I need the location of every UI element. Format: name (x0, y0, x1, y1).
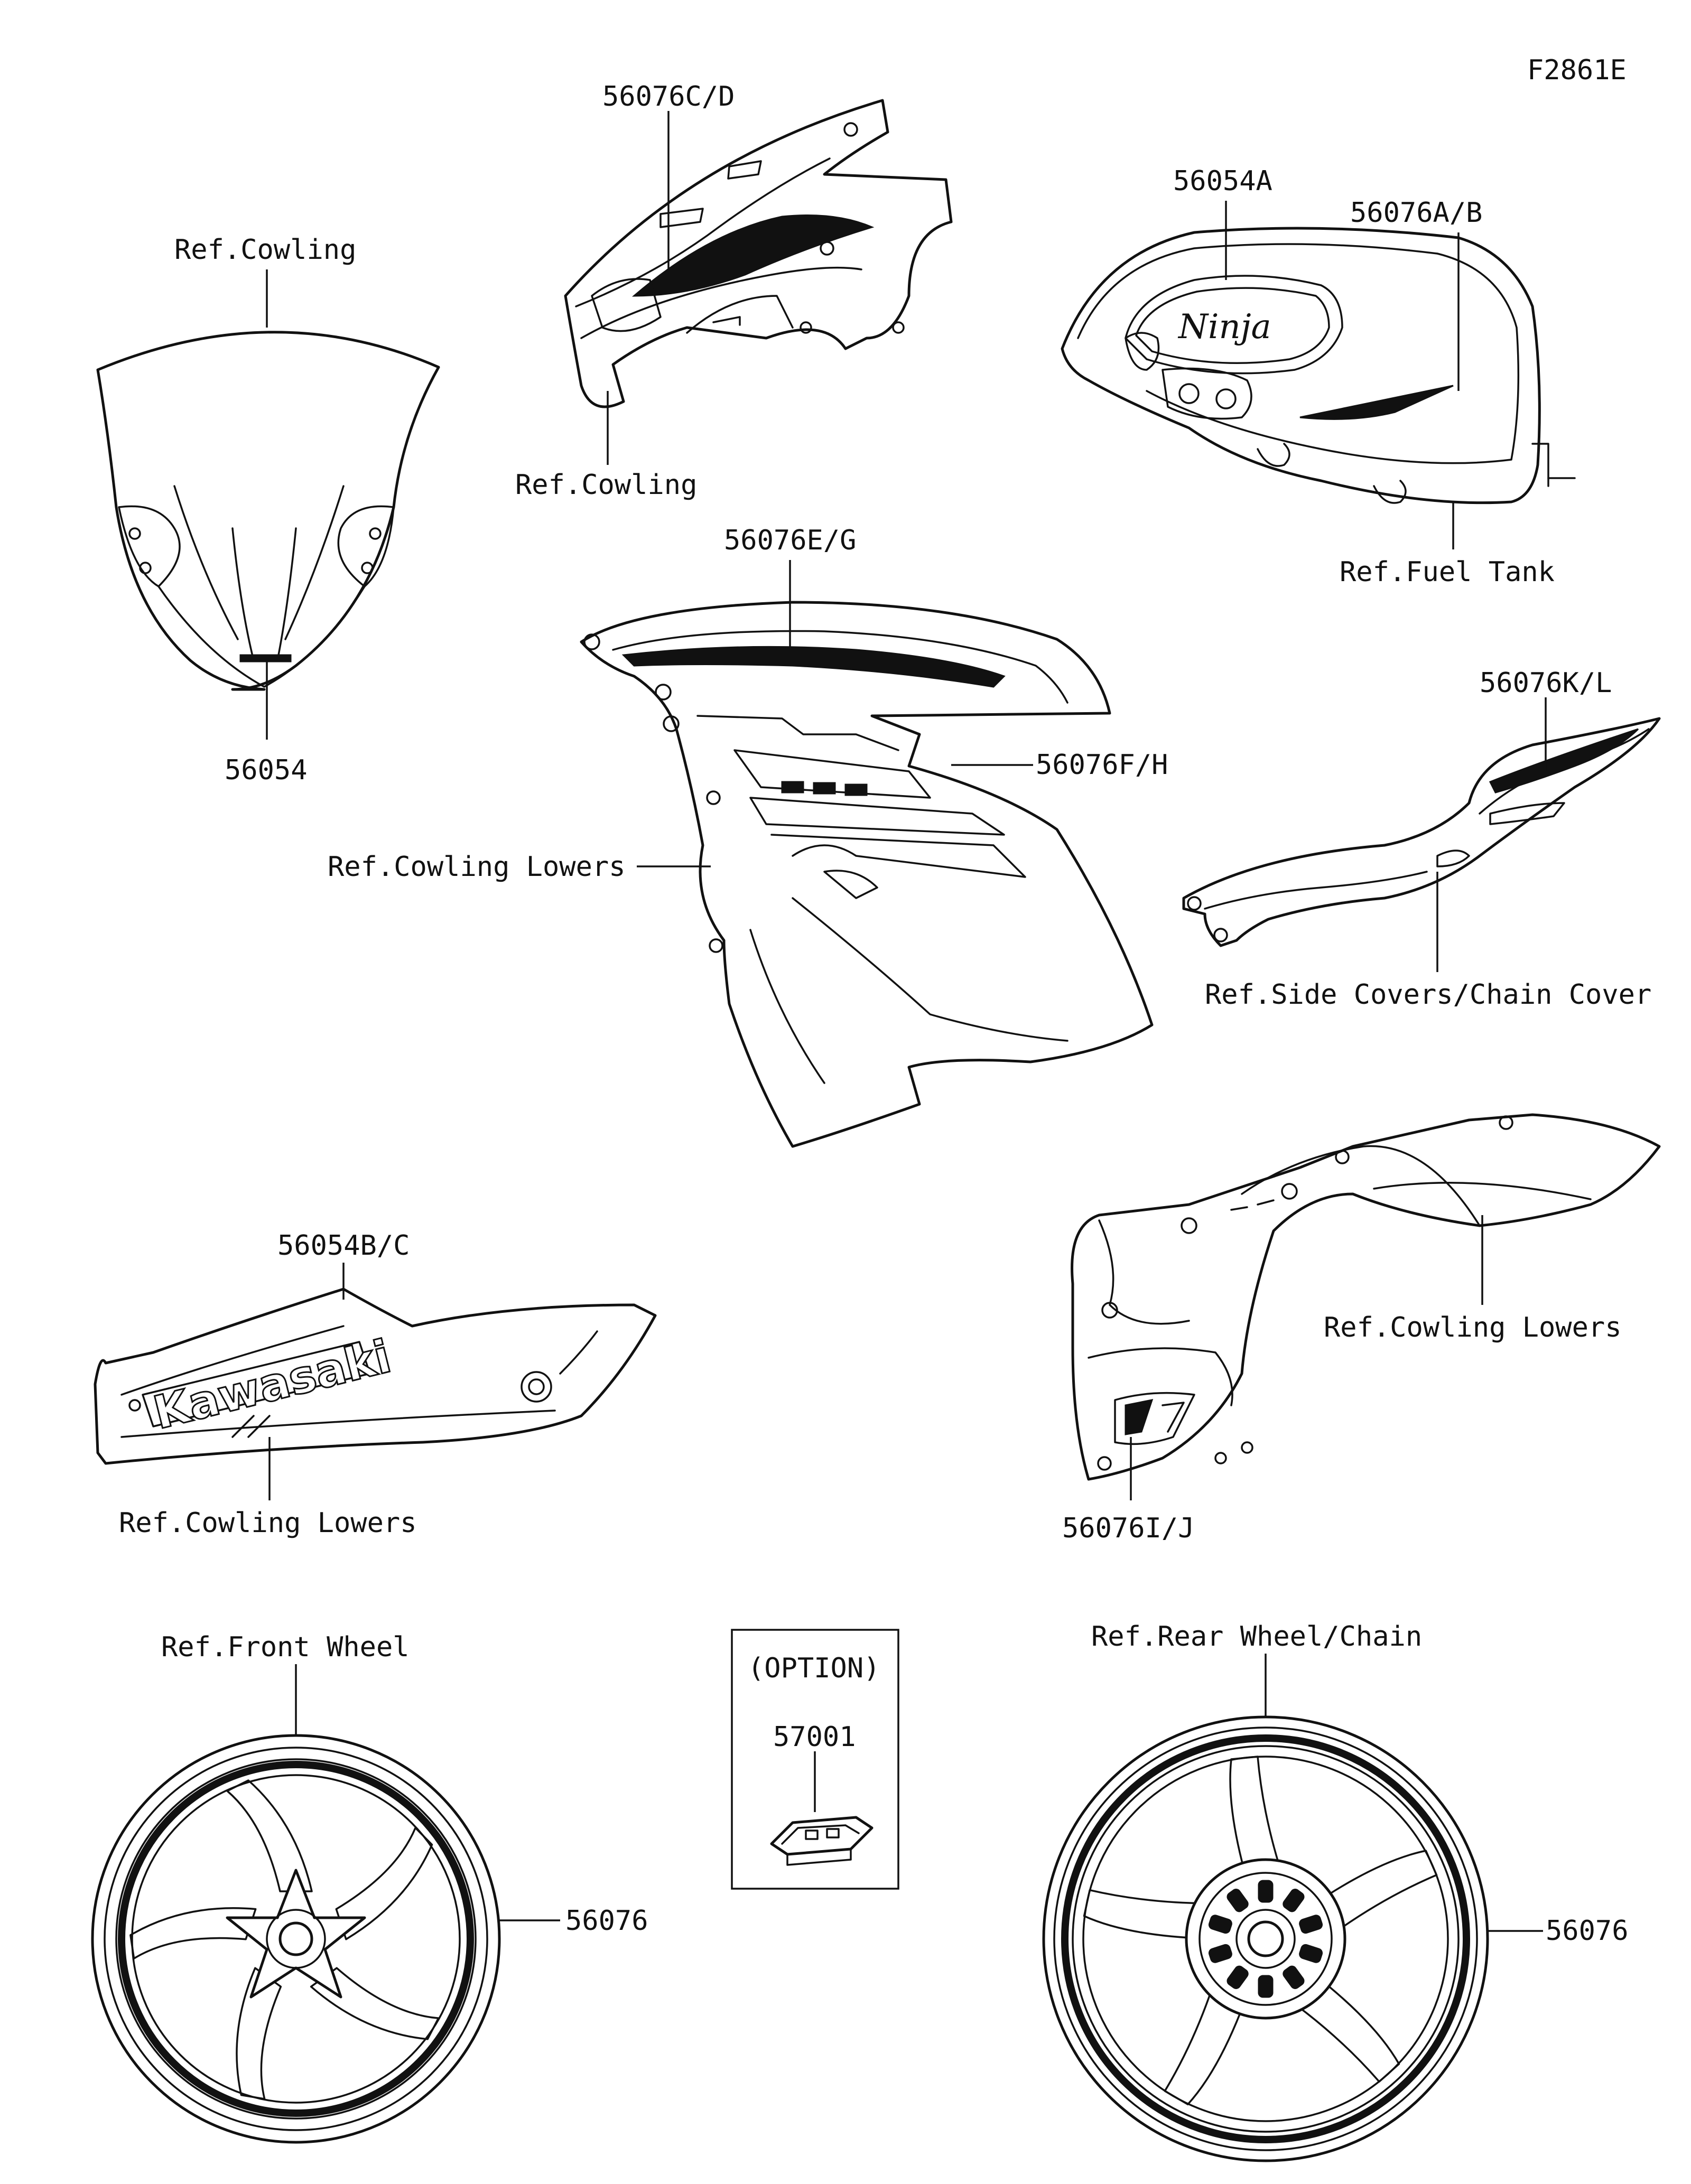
front-rim-stripe-decal (118, 1761, 474, 2117)
center-side-cowling-part (580, 601, 1154, 1148)
tank-stripe-decal (1299, 385, 1454, 420)
part-56054a-label: 56054A (1173, 165, 1272, 197)
tank-ninja-decal: Ninja (1177, 307, 1271, 347)
part-56054-label: 56054 (225, 754, 308, 786)
part-56076kl-label: 56076K/L (1480, 667, 1612, 699)
tail-cover-stripe-decal (1489, 728, 1639, 794)
part-56054bc-label: 56054B/C (277, 1230, 410, 1262)
part-56076ij-label: 56076I/J (1062, 1513, 1194, 1544)
part-56076-front-label: 56076 (565, 1905, 648, 1937)
part-56076eg-label: 56076E/G (724, 525, 856, 556)
ref-cowling-mid-label: Ref.Cowling (515, 469, 697, 501)
ref-cowling-lowers-center-label: Ref.Cowling Lowers (328, 851, 626, 883)
ref-cowling-lowers-left-label: Ref.Cowling Lowers (119, 1507, 417, 1539)
upper-cowling-part (564, 99, 953, 408)
ref-cowling-lowers-right-label: Ref.Cowling Lowers (1324, 1312, 1622, 1343)
ref-front-wheel-label: Ref.Front Wheel (161, 1631, 410, 1663)
part-56076ab-label: 56076A/B (1350, 197, 1482, 229)
ref-rear-wheel-label: Ref.Rear Wheel/Chain (1091, 1621, 1422, 1653)
center-cowl-upper-stripe-decal (621, 646, 1006, 688)
windshield-kawasaki-decal (239, 654, 292, 662)
front-wheel-part (91, 1734, 501, 2144)
part-57001-label: 57001 (773, 1721, 856, 1753)
part-56076fh-label: 56076F/H (1036, 749, 1168, 781)
option-box (731, 1629, 899, 1890)
tail-cover-part (1182, 717, 1661, 947)
ref-fuel-tank-label: Ref.Fuel Tank (1340, 556, 1555, 588)
fuel-tank-part: Ninja (1061, 227, 1576, 505)
option-label: (OPTION) (748, 1653, 880, 1684)
part-57001-clip (770, 1816, 874, 1866)
part-56076-rear-label: 56076 (1546, 1915, 1629, 1947)
part-56076cd-label: 56076C/D (602, 81, 735, 113)
figure-code: F2861E (1527, 54, 1627, 86)
windshield-part (96, 331, 440, 691)
rear-wheel-part (1042, 1715, 1489, 2162)
upper-cowling-stripe-decal (631, 214, 875, 297)
ref-cowling-top-label: Ref.Cowling (174, 234, 356, 266)
lower-cowl-right-decal (1125, 1399, 1154, 1435)
lower-cowling-right-part (1071, 1113, 1661, 1481)
ref-side-covers-label: Ref.Side Covers/Chain Cover (1205, 979, 1651, 1011)
rear-rim-stripe-decal (1061, 1734, 1470, 2143)
lower-cowling-left-part: Kawasaki (94, 1287, 657, 1465)
